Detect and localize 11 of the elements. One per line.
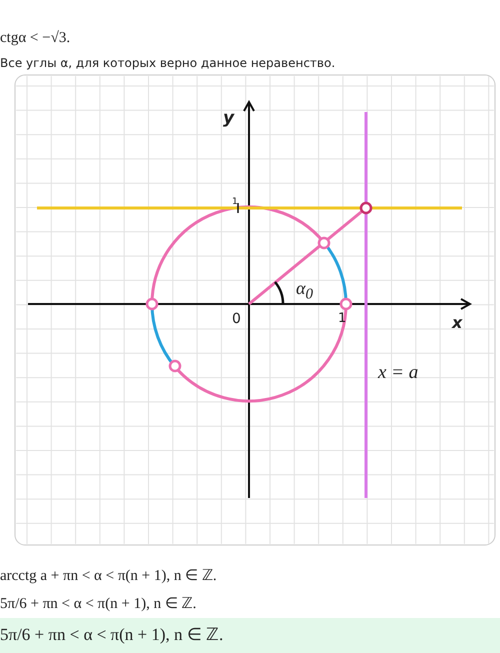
answer-formula: 5π/6 + πn < α < π(n + 1), n ∈ ℤ. xyxy=(0,624,224,645)
origin-label: 0 xyxy=(232,311,241,327)
task-text: Все углы α, для которых верно данное неравенство. xyxy=(0,56,336,70)
axis-label: y xyxy=(223,108,234,128)
tick-label: 1 xyxy=(232,197,238,207)
line-equation: x = a xyxy=(378,362,418,384)
condition-text: ctgα < −√3. xyxy=(0,30,70,47)
axis-label: x xyxy=(452,313,462,332)
formula-text: arcctg a + πn < α < π(n + 1), n ∈ ℤ. xyxy=(0,567,217,585)
formula-text: 5π/6 + πn < α < π(n + 1), n ∈ ℤ. xyxy=(0,595,196,613)
angle-label: α$_{0}$ xyxy=(296,278,313,304)
